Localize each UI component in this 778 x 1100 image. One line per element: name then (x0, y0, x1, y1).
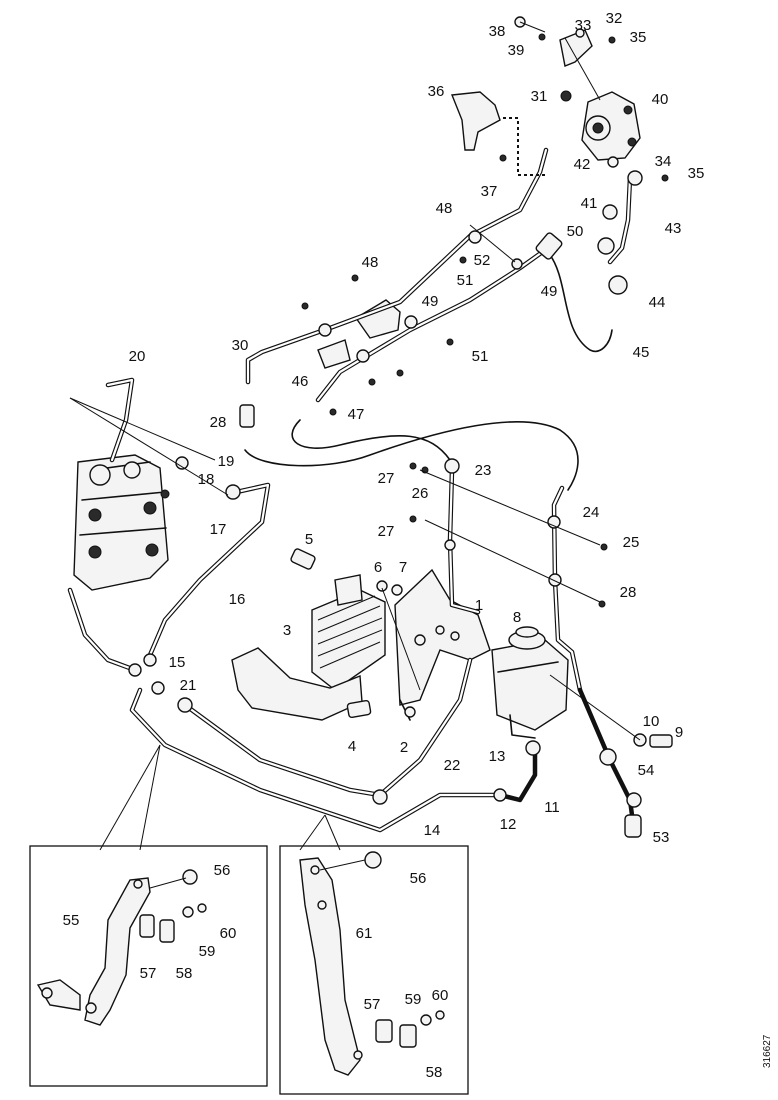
part-label-l27b: 27 (378, 523, 395, 540)
part-label-l49b: 49 (422, 293, 439, 310)
dashed-connector (503, 117, 548, 176)
part-label-l8: 8 (513, 609, 521, 626)
leader-lines (69, 21, 641, 851)
part-label-l37: 37 (481, 183, 498, 200)
part-label-l51a: 51 (457, 272, 474, 289)
part-label-l21: 21 (180, 677, 197, 694)
part-label-l14: 14 (424, 822, 441, 839)
part-label-l5: 5 (305, 531, 313, 548)
part-label-l18: 18 (198, 471, 215, 488)
part-label-l45: 45 (633, 344, 650, 361)
oil-reservoir (491, 626, 569, 739)
part-label-l57b: 57 (364, 996, 381, 1013)
part-label-l35a: 35 (630, 29, 647, 46)
steering-pump (73, 454, 170, 591)
part-label-l48b: 48 (362, 254, 379, 271)
part-label-l42: 42 (574, 156, 591, 173)
part-label-l27a: 27 (378, 470, 395, 487)
part-label-l4: 4 (348, 738, 356, 755)
figure-reference: 316627 (762, 1034, 773, 1068)
part-label-l44: 44 (649, 294, 666, 311)
part-label-l6: 6 (374, 559, 382, 576)
part-label-l34: 34 (655, 153, 672, 170)
part-label-l31: 31 (531, 88, 548, 105)
part-label-l38: 38 (489, 23, 506, 40)
part-label-l35b: 35 (688, 165, 705, 182)
upper-pump (581, 91, 641, 161)
part-label-l53: 53 (653, 829, 670, 846)
part-label-l7: 7 (399, 559, 407, 576)
part-label-l58b: 58 (426, 1064, 443, 1081)
part-label-l47: 47 (348, 406, 365, 423)
part-label-l32: 32 (606, 10, 623, 27)
part-label-l46: 46 (292, 373, 309, 390)
part-label-l59b: 59 (405, 991, 422, 1008)
support-bracket (394, 568, 491, 721)
part-label-l13: 13 (489, 748, 506, 765)
fittings (128, 16, 673, 838)
part-label-l3: 3 (283, 622, 291, 639)
part-label-l48a: 48 (436, 200, 453, 217)
part-label-l15: 15 (169, 654, 186, 671)
part-label-l33: 33 (575, 17, 592, 34)
detail-inset-left (29, 845, 268, 1087)
part-label-l25: 25 (623, 534, 640, 551)
part-label-l61: 61 (356, 925, 373, 942)
part-label-l55: 55 (63, 912, 80, 929)
part-label-l54: 54 (638, 762, 655, 779)
part-label-l51b: 51 (472, 348, 489, 365)
upper-bracket (451, 29, 593, 151)
part-label-l59a: 59 (199, 943, 216, 960)
part-label-l2: 2 (400, 739, 408, 756)
detail-inset-right (279, 845, 469, 1095)
part-label-l60a: 60 (220, 925, 237, 942)
part-label-l43: 43 (665, 220, 682, 237)
part-label-l56b: 56 (410, 870, 427, 887)
part-label-l58a: 58 (176, 965, 193, 982)
part-label-l17: 17 (210, 521, 227, 538)
part-label-l9: 9 (675, 724, 683, 741)
part-label-l49a: 49 (541, 283, 558, 300)
part-label-l56a: 56 (214, 862, 231, 879)
part-label-l52: 52 (474, 252, 491, 269)
part-label-l50: 50 (567, 223, 584, 240)
part-label-l40: 40 (652, 91, 669, 108)
part-label-l26: 26 (412, 485, 429, 502)
part-label-l41: 41 (581, 195, 598, 212)
part-label-l22: 22 (444, 757, 461, 774)
part-label-l12: 12 (500, 816, 517, 833)
mid-brackets (317, 299, 401, 369)
part-label-l20: 20 (129, 348, 146, 365)
part-label-l10: 10 (643, 713, 660, 730)
part-label-l60b: 60 (432, 987, 449, 1004)
part-label-l16: 16 (229, 591, 246, 608)
part-label-l28b: 28 (210, 414, 227, 431)
part-label-l11: 11 (544, 799, 560, 816)
part-label-l30: 30 (232, 337, 249, 354)
part-label-l24: 24 (583, 504, 600, 521)
part-label-l28a: 28 (620, 584, 637, 601)
part-label-l39: 39 (508, 42, 525, 59)
part-label-l1: 1 (475, 597, 483, 614)
part-label-l57a: 57 (140, 965, 157, 982)
part-label-l19: 19 (218, 453, 235, 470)
part-label-l36: 36 (428, 83, 445, 100)
oil-cooler (231, 574, 386, 721)
part-label-l23: 23 (475, 462, 492, 479)
